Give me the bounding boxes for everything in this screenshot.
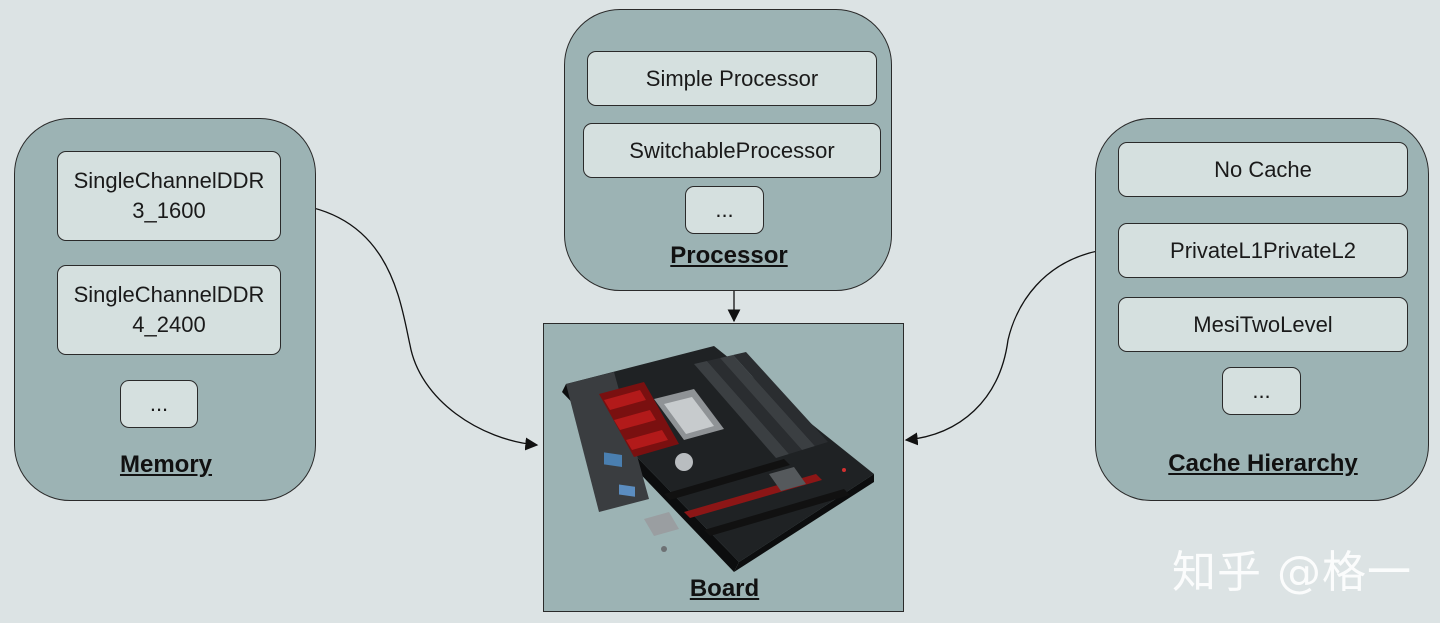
- processor-label: Processor: [670, 242, 788, 269]
- watermark: 知乎 @格一: [1172, 547, 1412, 598]
- memory-option-more[interactable]: ...: [120, 380, 198, 428]
- processor-option-simple[interactable]: Simple Processor: [587, 51, 877, 106]
- processor-option-switchable[interactable]: SwitchableProcessor: [583, 123, 881, 178]
- board-label: Board: [689, 575, 760, 602]
- memory-option-ddr3[interactable]: SingleChannelDDR 3_1600: [57, 151, 281, 241]
- motherboard-image: [562, 346, 874, 572]
- cache-hierarchy-group: No Cache PrivateL1PrivateL2 MesiTwoLevel…: [1095, 118, 1429, 501]
- board-box: Board: [543, 323, 904, 612]
- processor-group: Simple Processor SwitchableProcessor ...…: [564, 9, 892, 291]
- processor-option-more[interactable]: ...: [685, 186, 764, 234]
- cache-option-more[interactable]: ...: [1222, 367, 1301, 415]
- memory-to-board-arrow: [281, 202, 539, 451]
- cache-option-mesi-two-level[interactable]: MesiTwoLevel: [1118, 297, 1408, 352]
- cache-hierarchy-label: Cache Hierarchy: [1168, 450, 1358, 477]
- memory-label: Memory: [119, 451, 213, 478]
- cache-option-private-l1-l2[interactable]: PrivateL1PrivateL2: [1118, 223, 1408, 278]
- cache-to-board-arrow: [904, 247, 1118, 446]
- cache-option-no-cache[interactable]: No Cache: [1118, 142, 1408, 197]
- memory-option-ddr4[interactable]: SingleChannelDDR 4_2400: [57, 265, 281, 355]
- memory-group: SingleChannelDDR 3_1600 SingleChannelDDR…: [14, 118, 316, 501]
